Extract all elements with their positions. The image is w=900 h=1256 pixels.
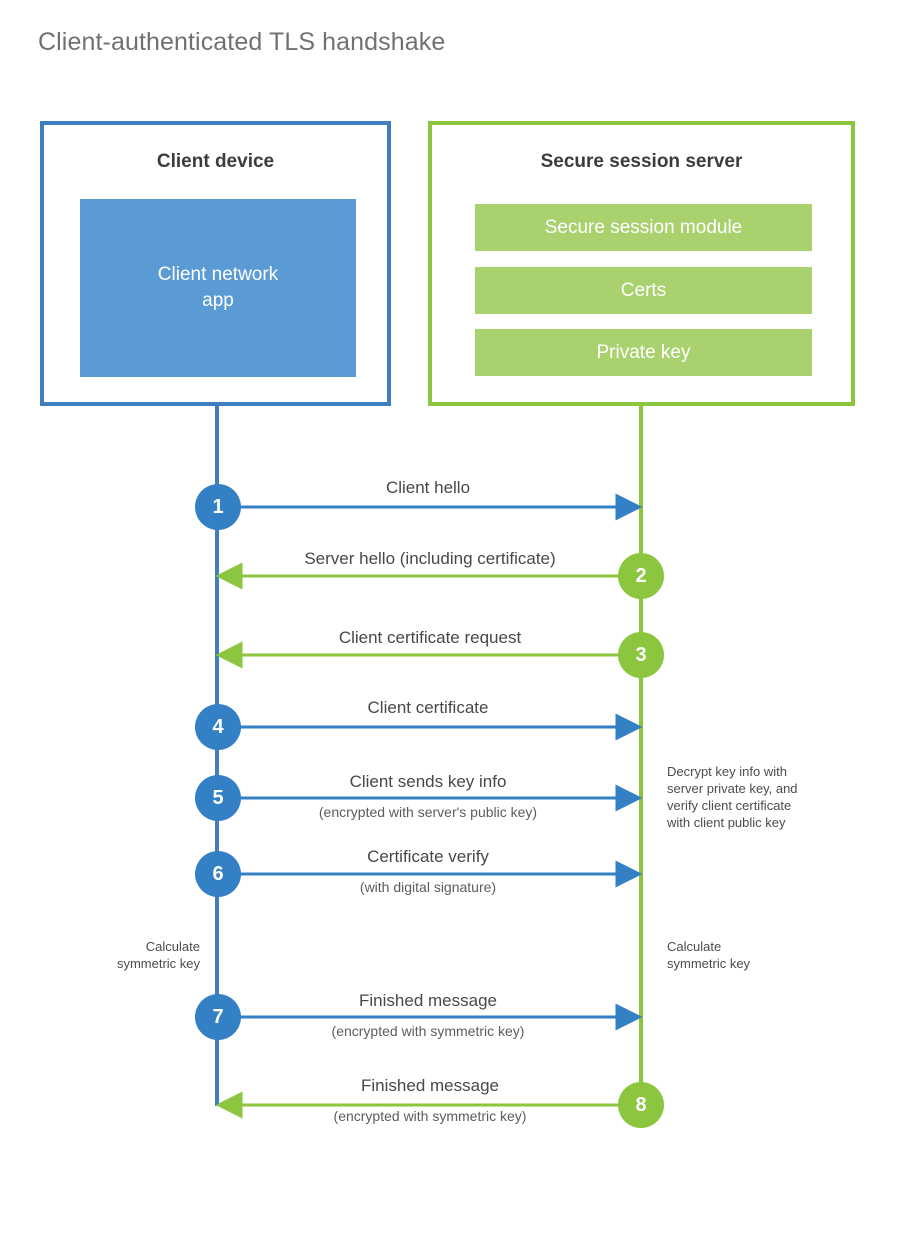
note-client-calculate: Calculate symmetric key — [60, 938, 200, 972]
lifeline-server — [639, 406, 643, 1106]
note-server-decrypt-line2: server private key, and — [667, 781, 798, 796]
note-client-calculate-line1: Calculate — [145, 939, 200, 954]
step-marker-7[interactable]: 7 — [195, 994, 241, 1040]
participant-box-server: Secure session server Secure session mod… — [428, 121, 855, 406]
note-server-calculate-line2: symmetric key — [667, 956, 751, 971]
server-component-certs: Certs — [475, 267, 812, 314]
message-label-8-main: Finished message — [361, 1076, 499, 1095]
step-marker-1[interactable]: 1 — [195, 484, 241, 530]
note-server-calculate: Calculate symmetric key — [667, 938, 842, 972]
client-network-app-block: Client network app — [80, 199, 356, 377]
server-component-secure-session-module: Secure session module — [475, 204, 812, 251]
message-label-5-main: Client sends key info — [349, 772, 507, 791]
message-sublabel-7: (encrypted with symmetric key) — [331, 1023, 525, 1039]
note-server-calculate-line1: Calculate — [667, 939, 722, 954]
lifeline-client — [215, 406, 219, 1106]
note-client-calculate-line2: symmetric key — [116, 956, 200, 971]
message-label-3-main: Client certificate request — [338, 628, 522, 647]
participant-box-client: Client device Client network app — [40, 121, 391, 406]
note-server-decrypt-line3: verify client certificate — [667, 798, 792, 813]
step-marker-2[interactable]: 2 — [618, 553, 664, 599]
step-marker-5[interactable]: 5 — [195, 775, 241, 821]
page-title: Client-authenticated TLS handshake — [38, 28, 446, 56]
note-server-decrypt-line1: Decrypt key info with — [667, 764, 787, 779]
server-component-private-key: Private key — [475, 329, 812, 376]
message-label-6: Certificate verify (with digital signatu… — [218, 847, 638, 896]
participant-title-server: Secure session server — [540, 151, 743, 172]
note-server-decrypt-line4: with client public key — [667, 815, 786, 830]
message-label-8: Finished message (encrypted with symmetr… — [220, 1076, 640, 1125]
client-app-label-line1: Client network — [157, 264, 279, 285]
message-label-7: Finished message (encrypted with symmetr… — [218, 991, 638, 1040]
message-label-1: Client hello — [218, 478, 638, 498]
message-sublabel-5: (encrypted with server's public key) — [318, 804, 538, 820]
message-label-1-main: Client hello — [385, 478, 471, 497]
message-sublabel-6: (with digital signature) — [359, 879, 497, 895]
note-server-decrypt: Decrypt key info with server private key… — [667, 763, 842, 831]
message-label-4: Client certificate — [218, 698, 638, 718]
message-label-5: Client sends key info (encrypted with se… — [218, 772, 638, 821]
step-marker-6[interactable]: 6 — [195, 851, 241, 897]
step-marker-4[interactable]: 4 — [195, 704, 241, 750]
step-marker-3[interactable]: 3 — [618, 632, 664, 678]
step-marker-8[interactable]: 8 — [618, 1082, 664, 1128]
message-label-7-main: Finished message — [359, 991, 497, 1010]
message-label-3: Client certificate request — [220, 628, 640, 648]
message-sublabel-8: (encrypted with symmetric key) — [333, 1108, 527, 1124]
message-label-2-main: Server hello (including certificate) — [304, 549, 556, 568]
participant-title-client: Client device — [156, 151, 275, 172]
client-app-label-line2: app — [202, 290, 234, 311]
message-label-2: Server hello (including certificate) — [220, 549, 640, 569]
message-label-4-main: Client certificate — [367, 698, 489, 717]
message-label-6-main: Certificate verify — [367, 847, 489, 866]
